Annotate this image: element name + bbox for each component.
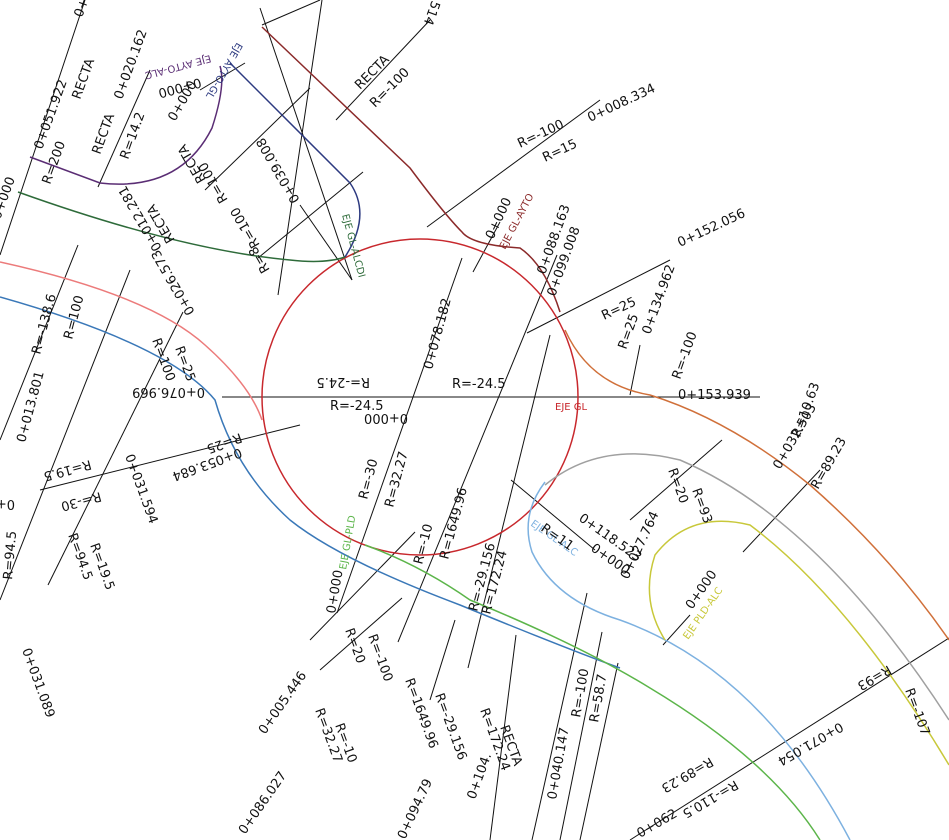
axis-label-gl: EJE GL [555, 402, 588, 413]
station-label: 0+051.922 [32, 78, 71, 152]
station-label: R=1649.96 [401, 676, 440, 750]
station-label: R=100 [228, 204, 263, 250]
station-label: R=-100 [670, 330, 701, 382]
curve-pink [0, 261, 263, 421]
station-label: R=-10 [411, 522, 436, 566]
alignment-curves [0, 26, 949, 840]
station-label: R=94.5 [1, 530, 20, 580]
station-label: R=-100 [364, 632, 395, 684]
curve-blue [0, 296, 621, 669]
station-label: 0+152.056 [675, 206, 747, 250]
station-label: RECTA [90, 112, 119, 157]
station-label: 0+000 [364, 410, 408, 425]
station-label: 0+005.446 [256, 669, 310, 737]
station-label: 0+076.969 [132, 384, 205, 399]
curve-gray [544, 453, 949, 721]
station-label: 0+094.79 [395, 777, 436, 840]
station-label: 0+020.162 [112, 28, 151, 102]
station-label: R=-30 [356, 457, 381, 501]
station-label: R=-24.5 [452, 377, 506, 392]
station-label: R=-24.5 [316, 374, 370, 389]
station-label: R=-138.6 [29, 292, 59, 356]
axis-label-gl-alcdi: EJE GL-ALCDI [339, 213, 367, 279]
station-label: RECTA [70, 57, 99, 102]
curve-eje-ayto-gl [229, 62, 361, 258]
roundabout-eje-gl [261, 238, 579, 556]
station-label: R=89.23 [659, 754, 716, 796]
station-label: 0+153.939 [678, 388, 751, 403]
station-label: 0+031.594 [121, 452, 160, 526]
curve-eje-gl-ayto [261, 26, 561, 313]
station-label: 0+078.182 [421, 297, 454, 371]
station-label: 514 [420, 0, 443, 27]
station-label: 0+104. [465, 751, 496, 801]
station-label: R=89.23 [808, 435, 850, 492]
station-label: 0+086.027 [236, 769, 290, 837]
curve-eje-pld-alc [648, 520, 949, 766]
station-label: R=32.27 [382, 450, 411, 509]
station-label: 0+053.684 [170, 444, 244, 483]
axis-label-gl-pld: EJE GL-PLD [338, 514, 358, 570]
station-label: R=15 [540, 137, 579, 166]
station-label: R=20 [664, 466, 691, 505]
station-label: 0+134.962 [640, 263, 679, 337]
station-label: R=-30 [59, 488, 103, 513]
station-label: R=-29.156 [431, 691, 469, 762]
station-label: R=-107 [901, 686, 932, 738]
station-label: R=-24.5 [330, 399, 384, 414]
station-label: 0+000 [0, 175, 19, 221]
station-label: 0+000 [324, 569, 346, 615]
station-label: 0+ [72, 0, 93, 19]
station-label: R=14.2 [118, 110, 149, 161]
station-label: R=1649.96 [437, 486, 471, 561]
station-label: 0+062 [635, 806, 681, 840]
station-label: R=93 [688, 486, 715, 525]
curve-orange [564, 329, 949, 641]
station-label: 0+026.573 [149, 247, 198, 318]
curve-eje-ayto-alc [29, 65, 223, 185]
station-label: 0+031.089 [18, 646, 57, 720]
curve-eje-gl-alc [527, 481, 851, 840]
station-label: R=93 [854, 662, 893, 693]
station-label: R=25 [616, 312, 643, 351]
axis-label-ayto-alc: EJE AYTO-ALC [144, 52, 213, 80]
station-label: 0+013.801 [14, 370, 47, 444]
station-label: 0+008.334 [585, 81, 657, 125]
station-label: R=100 [148, 336, 177, 383]
station-label: 0+0 [0, 496, 15, 511]
curve-eje-gl-alcdi [17, 191, 346, 263]
station-label: 0+039.008 [254, 135, 303, 206]
curve-eje-gl-pld [364, 544, 821, 840]
